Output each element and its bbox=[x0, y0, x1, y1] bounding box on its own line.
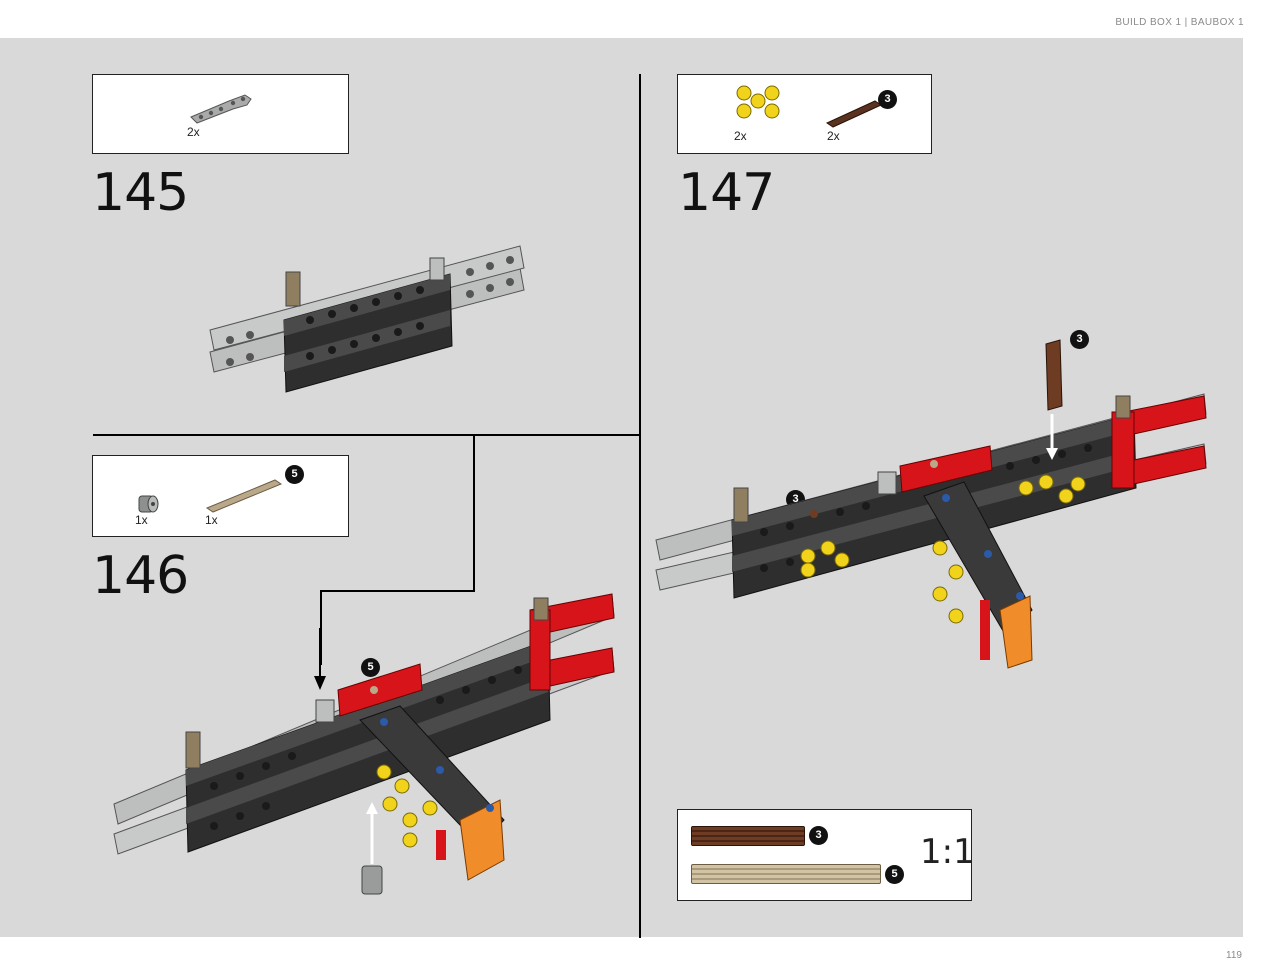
scale-label: 1:1 bbox=[920, 832, 975, 872]
length-badge: 5 bbox=[885, 865, 904, 884]
divider-horizontal bbox=[93, 434, 640, 436]
divider-connector-down bbox=[320, 590, 322, 665]
part-qty: 1x bbox=[205, 513, 218, 527]
part-qty: 2x bbox=[734, 129, 747, 143]
page-header: BUILD BOX 1 | BAUBOX 1 bbox=[1115, 17, 1244, 28]
callout-badge-147-axle: 3 bbox=[1070, 330, 1089, 349]
divider-vertical bbox=[639, 74, 641, 938]
step-number-146: 146 bbox=[92, 546, 189, 606]
step-number-145: 145 bbox=[92, 163, 189, 223]
part-qty: 1x bbox=[135, 513, 148, 527]
part-qty: 2x bbox=[187, 125, 200, 139]
parts-list-box-147: 2x 2x 3 bbox=[677, 74, 932, 154]
parts-list-box-146: 1x 1x 5 bbox=[92, 455, 349, 537]
step-number-147: 147 bbox=[678, 163, 775, 223]
assembly-147 bbox=[655, 339, 1207, 669]
divider-connector-horizontal bbox=[320, 590, 475, 592]
length-badge: 3 bbox=[809, 826, 828, 845]
assembly-145 bbox=[209, 245, 525, 393]
gray-angled-beam-icon bbox=[190, 94, 252, 124]
yellow-cross-connector-icon bbox=[736, 85, 780, 119]
scale-reference-box: 3 5 1:1 bbox=[677, 809, 975, 901]
callout-badge-146: 5 bbox=[361, 658, 380, 677]
part-qty: 2x bbox=[827, 129, 840, 143]
brown-axle-scale bbox=[691, 826, 805, 846]
gray-bush-icon bbox=[138, 495, 159, 513]
divider-connector bbox=[473, 434, 475, 592]
parts-list-box-145: 2x bbox=[92, 74, 349, 154]
tan-axle-scale bbox=[691, 864, 881, 884]
page-number: 119 bbox=[1226, 950, 1242, 961]
length-badge: 5 bbox=[285, 465, 304, 484]
length-badge: 3 bbox=[878, 90, 897, 109]
assembly-146 bbox=[113, 593, 615, 895]
tan-axle-icon bbox=[205, 479, 283, 513]
